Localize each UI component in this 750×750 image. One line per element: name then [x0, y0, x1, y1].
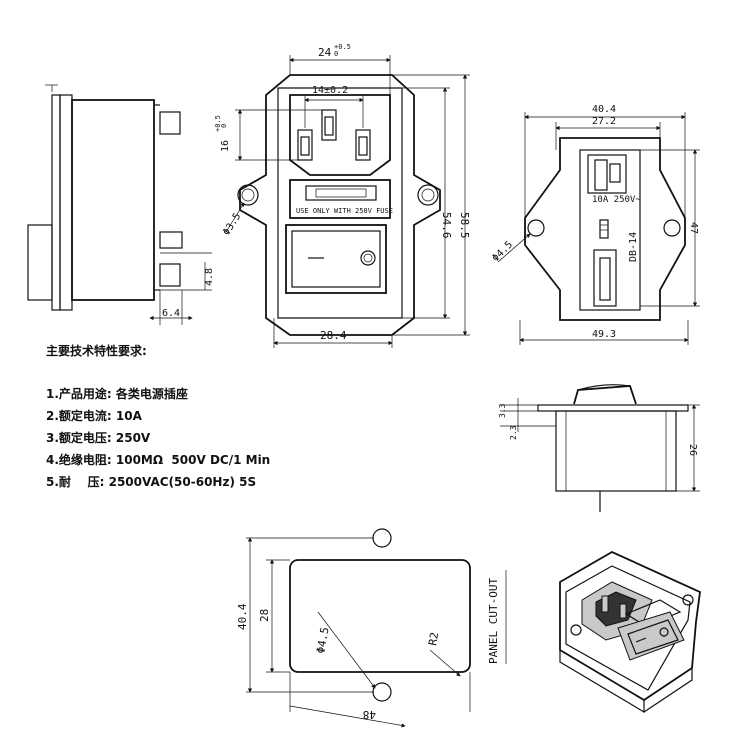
spec-item-3: 3.额定电压: 250V	[46, 431, 151, 445]
dim-rear-hole: Φ4.5	[490, 239, 515, 264]
dim-cutout-hole: Φ4.5	[314, 626, 331, 654]
panel-cutout: 40.4 28 Φ4.5 R2 48 PANEL CUT-OUT	[236, 528, 507, 728]
spec-item-5: 5.耐 压: 2500VAC(50-60Hz) 5S	[46, 475, 257, 489]
dim-profile-depth: 26	[687, 444, 698, 456]
fuse-label: USE ONLY WITH 250V FUSE	[296, 207, 393, 215]
spec-item-4: 4.绝缘电阻: 100MΩ 500V DC/1 Min	[46, 453, 271, 467]
spec-item-2: 2.额定电流: 10A	[46, 409, 142, 423]
dim-top-width: 24	[318, 46, 332, 59]
dim-top-tol-low: 0	[334, 50, 338, 58]
dim-cutout-height-outer: 40.4	[236, 603, 249, 630]
dim-cutout-radius: R2	[426, 631, 441, 646]
front-view: USE ONLY WITH 250V FUSE 24 +0.5 0 14±0.2…	[214, 43, 471, 348]
dim-profile-a: 3.3	[498, 403, 507, 418]
dim-rear-width-inner: 27.2	[592, 116, 616, 127]
dim-height-inner: 54.6	[440, 212, 453, 239]
dim-cutout-height-inner: 28	[258, 609, 271, 622]
dim-height-outer: 58.5	[458, 212, 471, 239]
dim-cutout-width: 48	[363, 708, 376, 721]
dim-rear-width-total: 40.4	[592, 104, 616, 115]
product-illustration	[559, 550, 701, 714]
dim-pin-spacing: 14±0.2	[312, 85, 348, 96]
dim-pin-height: 16	[220, 140, 231, 152]
rating-label: 10A 250V~	[592, 195, 641, 205]
dim-pin-tol-low: 0	[220, 124, 228, 128]
cutout-label: PANEL CUT-OUT	[487, 578, 500, 664]
dim-pin-tol: +0.5	[214, 115, 222, 132]
model-label: DB-14	[628, 232, 639, 262]
dim-rear-width-bottom: 49.3	[592, 329, 616, 340]
spec-item-1: 1.产品用途: 各类电源插座	[46, 387, 188, 401]
spec-title: 主要技术特性要求:	[46, 344, 147, 358]
dim-tab-height: 4.8	[204, 268, 215, 286]
rear-view: 10A 250V~ DB-14 40.4 27.2 47 49.3 Φ4.5	[490, 104, 700, 345]
dim-profile-b: 2.3	[509, 425, 518, 440]
side-view: 4.8 6.4	[27, 84, 215, 325]
dim-top-tol: +0.5	[334, 43, 351, 51]
dim-bottom-width: 28.4	[320, 329, 347, 342]
dim-hole-front: Φ3.5	[221, 211, 243, 237]
dim-rear-height: 47	[688, 222, 699, 234]
profile-view: 3.3 2.3 26	[498, 384, 700, 512]
dim-tab-width: 6.4	[162, 308, 180, 319]
